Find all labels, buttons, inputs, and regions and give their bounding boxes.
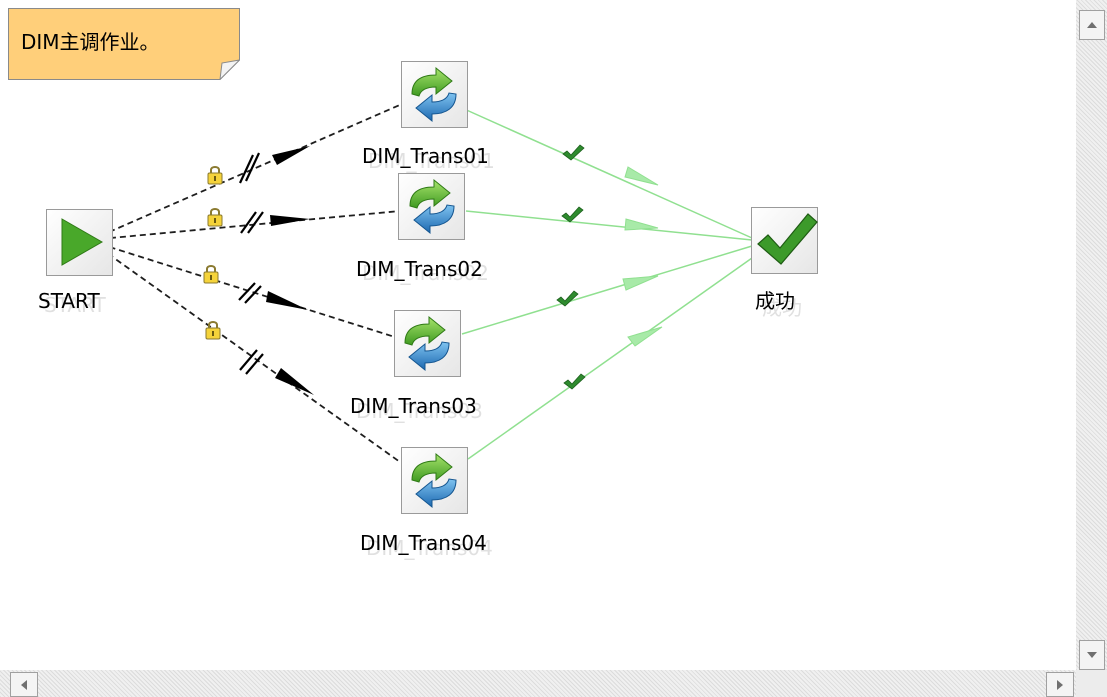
padlock-icon [205,321,221,340]
node-trans03[interactable]: DIM_Trans03 DIM_Trans03 [350,310,483,424]
node-success[interactable]: 成功 成功 [751,207,818,321]
vertical-scrollbar[interactable] [1076,0,1107,670]
scroll-up-button[interactable] [1079,10,1105,40]
parallel-hash-icon [239,152,260,184]
note[interactable]: DIM主调作业。 [8,8,240,80]
note-text: DIM主调作业。 [21,30,160,54]
scroll-right-button[interactable] [1046,672,1074,697]
padlock-icon [203,265,219,284]
diagram-svg: START START DIM_Trans01 DIM_Trans01 DIM_… [38,61,818,561]
node-trans02[interactable]: DIM_Trans02 DIM_Trans02 [356,173,489,286]
arrow-up-icon [1087,22,1097,28]
node-label-trans02: DIM_Trans02 [356,257,483,281]
parallel-hash-icon [240,211,264,234]
svg-text:DIM_Trans04: DIM_Trans04 [366,536,493,560]
node-trans01[interactable]: DIM_Trans01 DIM_Trans01 [362,61,495,174]
svg-text:DIM_Trans02: DIM_Trans02 [362,261,489,285]
padlock-icon [207,166,223,185]
play-triangle-icon [61,218,104,266]
svg-text:START: START [44,293,106,317]
node-label-trans03: DIM_Trans03 [350,394,477,418]
arrow-left-icon [21,679,27,690]
node-trans04[interactable]: DIM_Trans04 DIM_Trans04 [360,447,493,561]
svg-text:DIM_Trans03: DIM_Trans03 [356,399,483,423]
hop-start-trans02[interactable] [99,208,401,240]
horizontal-scrollbar[interactable] [0,670,1076,697]
job-canvas[interactable]: DIM主调作业。 [0,0,1076,670]
svg-text:DIM_Trans01: DIM_Trans01 [368,149,495,173]
scroll-left-button[interactable] [10,672,38,697]
scrollbar-corner [1076,670,1107,697]
scroll-down-button[interactable] [1079,640,1105,670]
success-check-icon [561,206,584,223]
hop-start-trans04[interactable] [99,247,401,463]
hop-trans04-success[interactable] [467,257,753,460]
node-start[interactable]: START START [38,209,113,318]
node-label-trans04: DIM_Trans04 [360,531,487,555]
parallel-hash-icon [239,349,264,375]
hop-trans01-success[interactable] [461,107,753,239]
hop-trans02-success[interactable] [465,206,753,241]
checkmark-icon [757,213,818,265]
node-label-start: START [38,289,100,313]
hop-trans03-success[interactable] [461,245,753,335]
hop-start-trans01[interactable] [99,103,403,237]
padlock-icon [207,208,223,227]
node-label-success: 成功 [755,289,795,313]
parallel-hash-icon [238,282,262,304]
note-shape [8,8,240,80]
success-check-icon [562,144,585,161]
hop-start-trans03[interactable] [99,243,399,339]
arrow-right-icon [1057,679,1063,690]
arrow-down-icon [1087,652,1097,658]
success-check-icon [563,373,586,390]
node-label-trans01: DIM_Trans01 [362,144,489,168]
svg-text:成功: 成功 [762,296,802,320]
